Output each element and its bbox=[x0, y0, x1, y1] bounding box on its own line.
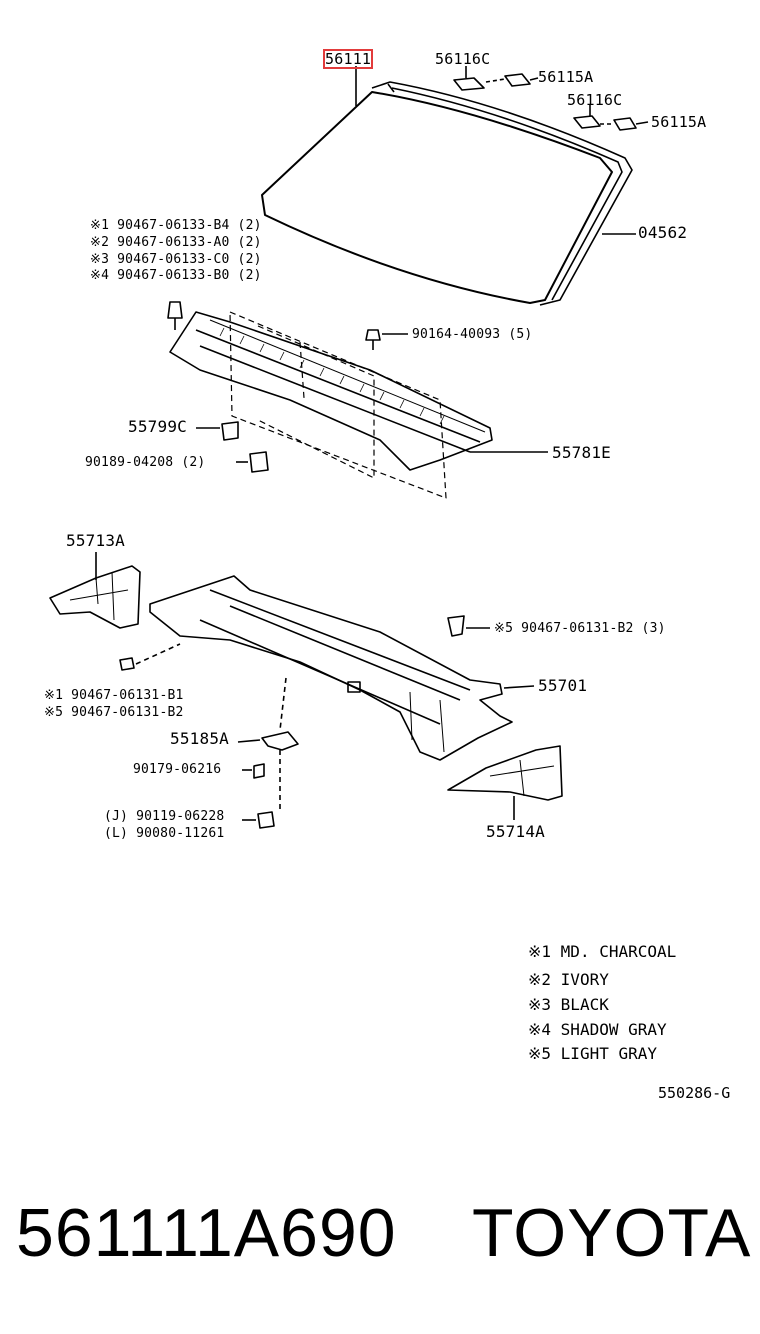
label-55799c[interactable]: 55799C bbox=[128, 417, 187, 436]
label-55714a[interactable]: 55714A bbox=[486, 822, 545, 841]
footer-part-number: 561111A690 bbox=[16, 1195, 397, 1271]
label-55185a[interactable]: 55185A bbox=[170, 729, 229, 748]
label-56115a-top[interactable]: 56115A bbox=[538, 68, 594, 86]
cowl-panel bbox=[169, 311, 493, 499]
label-56115a-mid[interactable]: 56115A bbox=[651, 113, 707, 131]
legend-item-5: ※5 LIGHT GRAY bbox=[528, 1044, 657, 1063]
label-90467-b2-3[interactable]: ※5 90467-06131-B2 (3) bbox=[494, 621, 666, 636]
label-55701[interactable]: 55701 bbox=[538, 676, 588, 695]
label-56116c-mid[interactable]: 56116C bbox=[567, 91, 623, 109]
label-clip-note-4[interactable]: ※4 90467-06133-B0 (2) bbox=[90, 268, 262, 283]
legend-item-1: ※1 MD. CHARCOAL bbox=[528, 942, 677, 961]
diagram-code: 550286-G bbox=[658, 1084, 731, 1102]
cowl-crossmember bbox=[149, 575, 513, 761]
label-note-b1[interactable]: ※1 90467-06131-B1 bbox=[44, 688, 184, 703]
label-04562[interactable]: 04562 bbox=[638, 223, 688, 242]
label-clip-note-2[interactable]: ※2 90467-06133-A0 (2) bbox=[90, 235, 262, 250]
label-55713a[interactable]: 55713A bbox=[66, 531, 125, 550]
label-90164[interactable]: 90164-40093 (5) bbox=[412, 327, 533, 342]
windshield-glass bbox=[261, 81, 633, 306]
label-56116c-top[interactable]: 56116C bbox=[435, 50, 491, 68]
label-55781e[interactable]: 55781E bbox=[552, 443, 611, 462]
label-56111[interactable]: 56111 bbox=[322, 49, 374, 69]
legend-item-3: ※3 BLACK bbox=[528, 995, 609, 1014]
legend-item-2: ※2 IVORY bbox=[528, 970, 609, 989]
label-90189[interactable]: 90189-04208 (2) bbox=[85, 455, 206, 470]
label-clip-note-3[interactable]: ※3 90467-06133-C0 (2) bbox=[90, 252, 262, 267]
label-clip-note-1[interactable]: ※1 90467-06133-B4 (2) bbox=[90, 218, 262, 233]
label-90119[interactable]: (J) 90119-06228 bbox=[104, 809, 225, 824]
label-note-b2[interactable]: ※5 90467-06131-B2 bbox=[44, 705, 184, 720]
label-90179[interactable]: 90179-06216 bbox=[133, 762, 222, 777]
label-90080[interactable]: (L) 90080-11261 bbox=[104, 826, 225, 841]
legend-item-4: ※4 SHADOW GRAY bbox=[528, 1020, 667, 1039]
footer-brand: TOYOTA bbox=[472, 1195, 752, 1271]
